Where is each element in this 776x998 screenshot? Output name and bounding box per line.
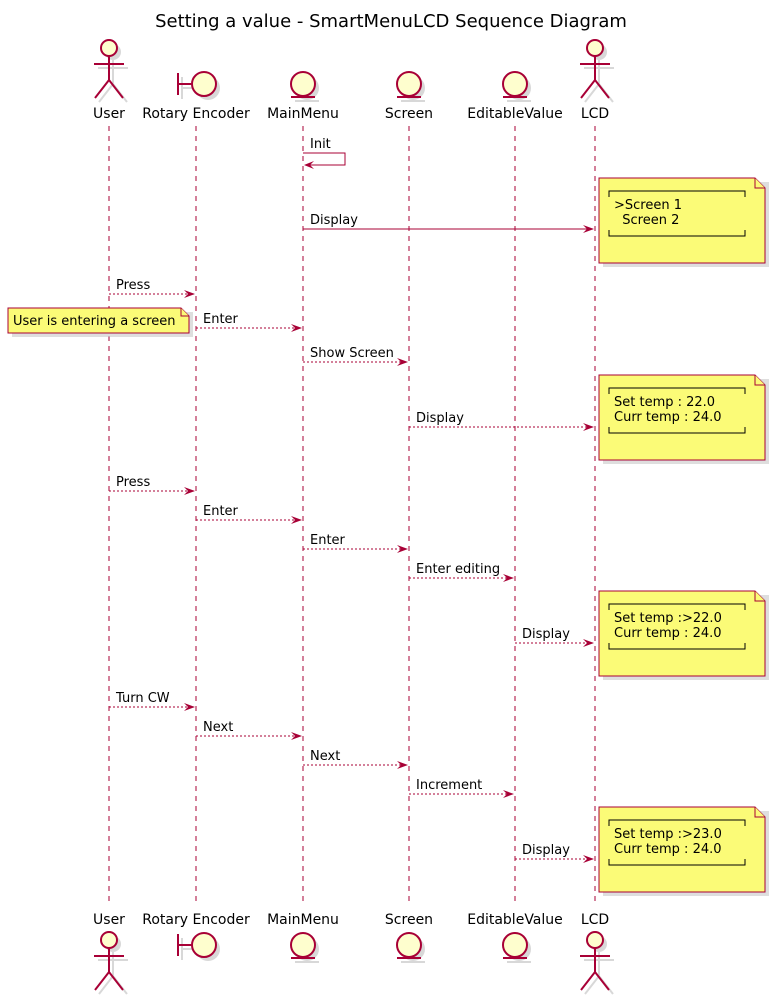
participant-mainmenu-label-bottom: MainMenu (267, 912, 339, 928)
arrowhead (583, 855, 594, 863)
participant-headers-top: User Rotary Encoder MainMenu Screen Editable… (93, 39, 614, 122)
message-label: Display (416, 411, 464, 426)
message-16: Display (515, 843, 594, 863)
lcd-note-line: Screen 2 (614, 213, 679, 228)
message-label: Press (116, 475, 150, 490)
message-label: Enter (203, 312, 239, 327)
lifelines (108, 126, 596, 906)
arrowhead (397, 545, 408, 553)
message-3: Press (109, 278, 195, 298)
message-label: Enter (203, 504, 239, 519)
message-10: Enter editing (409, 562, 514, 582)
entity-screen-top-icon (396, 71, 425, 102)
arrowhead (184, 487, 195, 495)
arrowhead (291, 732, 302, 740)
participant-rotary-label-top: Rotary Encoder (142, 106, 250, 122)
message-label: Press (116, 278, 150, 293)
message-line (303, 152, 346, 166)
message-13: Next (196, 720, 302, 740)
participant-rotary-label-bottom: Rotary Encoder (142, 912, 250, 928)
lcd-note-line: Curr temp : 24.0 (614, 842, 722, 857)
message-label: Init (310, 137, 331, 152)
arrowhead (583, 225, 594, 233)
message-label: Display (310, 213, 358, 228)
message-label: Enter (310, 533, 346, 548)
arrowhead (583, 639, 594, 647)
arrowhead (503, 574, 514, 582)
arrowhead (184, 703, 195, 711)
actor-lcd-bottom-icon (580, 931, 614, 995)
lcd-note-line: >Screen 1 (614, 198, 682, 213)
entity-editable-bottom-icon (502, 932, 531, 963)
diagram-title: Setting a value - SmartMenuLCD Sequence … (155, 11, 627, 32)
participant-lcd-label-top: LCD (581, 106, 609, 122)
arrowhead (184, 290, 195, 298)
participant-screen-label-bottom: Screen (385, 912, 433, 928)
participant-user-label-top: User (93, 106, 125, 122)
message-label: Display (522, 627, 570, 642)
arrowhead (583, 423, 594, 431)
participant-screen-label-top: Screen (385, 106, 433, 122)
lcd-note-line: Set temp :>22.0 (614, 611, 722, 626)
message-label: Show Screen (310, 346, 394, 361)
participant-headers-bottom: User Rotary Encoder MainMenu Screen Editable… (93, 912, 614, 995)
participant-editable-label-bottom: EditableValue (467, 912, 563, 928)
message-2: Display (303, 213, 594, 233)
side-note-text: User is entering a screen (13, 314, 176, 329)
message-8: Enter (196, 504, 302, 524)
message-label: Next (203, 720, 233, 735)
boundary-rotary-bottom-icon (177, 932, 220, 961)
entity-editable-top-icon (502, 71, 531, 102)
participant-mainmenu-label-top: MainMenu (267, 106, 339, 122)
arrowhead (397, 358, 408, 366)
boundary-rotary-top-icon (177, 71, 220, 100)
lcd-note-line: Curr temp : 24.0 (614, 410, 722, 425)
entity-screen-bottom-icon (396, 932, 425, 963)
message-6: Display (409, 411, 594, 431)
message-label: Turn CW (115, 691, 170, 706)
actor-user-bottom-icon (94, 931, 128, 995)
message-label: Display (522, 843, 570, 858)
arrowhead (397, 761, 408, 769)
message-4: Enter (196, 312, 302, 332)
message-11: Display (515, 627, 594, 647)
message-14: Next (303, 749, 408, 769)
message-label: Next (310, 749, 340, 764)
entity-mainmenu-bottom-icon (290, 932, 319, 963)
participant-lcd-label-bottom: LCD (581, 912, 609, 928)
arrowhead (291, 324, 302, 332)
lcd-note-line: Set temp :>23.0 (614, 827, 722, 842)
message-9: Enter (303, 533, 408, 553)
message-7: Press (109, 475, 195, 495)
entity-mainmenu-top-icon (290, 71, 319, 102)
actor-user-top-icon (94, 39, 128, 103)
lcd-note-line: Set temp : 22.0 (614, 395, 715, 410)
arrowhead (291, 516, 302, 524)
arrowhead (503, 790, 514, 798)
actor-lcd-top-icon (580, 39, 614, 103)
message-label: Enter editing (416, 562, 500, 577)
message-1: Init (303, 137, 346, 169)
message-15: Increment (409, 778, 514, 798)
lcd-note-line: Curr temp : 24.0 (614, 626, 722, 641)
message-label: Increment (416, 778, 482, 793)
arrowhead (304, 161, 314, 169)
participant-editable-label-top: EditableValue (467, 106, 563, 122)
participant-user-label-bottom: User (93, 912, 125, 928)
lcd-note-1: >Screen 1 Screen 2 (598, 177, 769, 267)
message-12: Turn CW (109, 691, 195, 711)
side-note: User is entering a screen (7, 307, 193, 337)
message-5: Show Screen (303, 346, 408, 366)
